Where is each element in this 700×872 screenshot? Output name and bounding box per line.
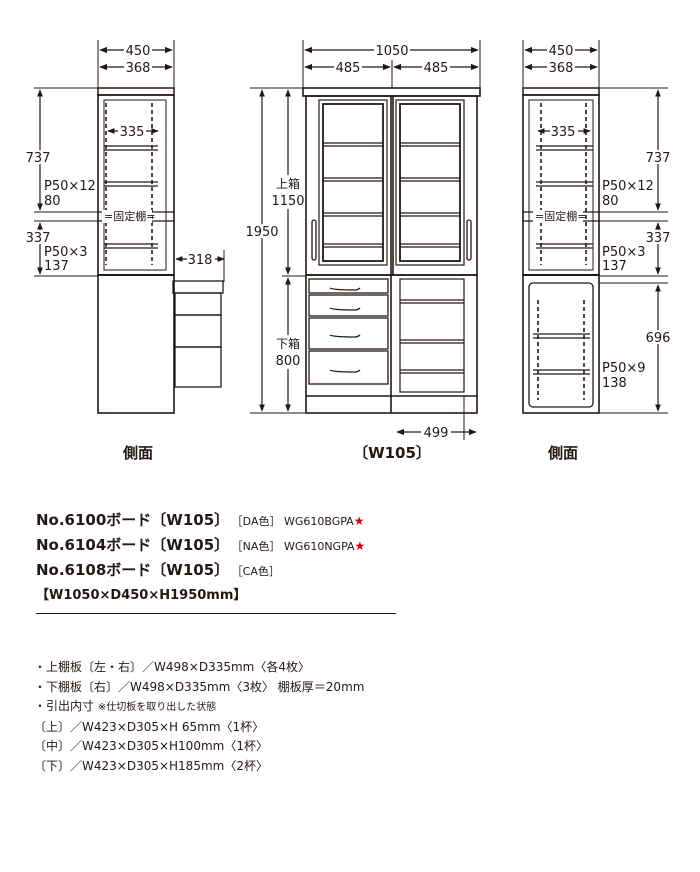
- product-code: WG610NGPA: [283, 540, 355, 553]
- right-width-inner: 368: [549, 61, 574, 76]
- spec-drawer-note: ※仕切板を取り出した状態: [97, 702, 217, 713]
- right-pitch-lower: P50×3: [602, 245, 646, 260]
- spec-drawer-top: 〔上〕／W423×D305×H 65mm〈1杯〉: [34, 719, 265, 734]
- product-code: WG610BGPA: [283, 515, 354, 528]
- front-lower-label: 下箱: [276, 336, 300, 351]
- right-side-view: [522, 40, 668, 414]
- furniture-diagram: 450 450 368 335 318 737 P50×12 80 =固定棚= …: [25, 40, 671, 462]
- left-side-view: [34, 40, 225, 414]
- left-drawer-depth-label: 318: [188, 253, 213, 268]
- front-total-height: 1950: [245, 225, 278, 240]
- front-view: [250, 40, 481, 440]
- front-upper-height: 1150: [271, 194, 304, 209]
- product-color: ［DA色］: [237, 515, 281, 528]
- spec-drawer-bottom: 〔下〕／W423×D305×H185mm〈2杯〉: [34, 758, 268, 773]
- front-lower-height: 800: [276, 354, 301, 369]
- spec-drawer-middle: 〔中〕／W423×D305×H100mm〈1杯〉: [34, 739, 268, 753]
- left-pitch-upper-n: 80: [44, 194, 61, 209]
- left-width-outer-label: 450: [126, 44, 151, 59]
- left-depth-label: 335: [120, 125, 145, 140]
- front-upper-label: 上箱: [276, 176, 300, 191]
- star-icon: ★: [354, 539, 366, 553]
- front-width-right: 485: [424, 61, 449, 76]
- right-pitch-upper: P50×12: [602, 179, 654, 194]
- spec-lower-shelf: ・下棚板〔右〕／W498×D335mm〈3枚〉 棚板厚＝20mm: [34, 679, 365, 694]
- product-info: No.6100ボード〔W105〕 ［DA色］ WG610BGPA★ No.6104…: [36, 508, 416, 614]
- product-line: No.6104ボード〔W105〕 ［NA色］ WG610NGPA★: [36, 533, 416, 558]
- overall-size: 【W1050×D450×H1950mm】: [36, 588, 247, 603]
- front-shelf-width: 499: [424, 426, 449, 441]
- spec-upper-shelf: ・上棚板〔左・右〕／W498×D335mm〈各4枚〉: [34, 660, 310, 674]
- product-color: ［CA色］: [237, 565, 280, 578]
- right-pitch-upper-n: 80: [602, 194, 619, 209]
- right-pitch-lower-n: 137: [602, 259, 627, 274]
- product-line: No.6108ボード〔W105〕 ［CA色］: [36, 558, 416, 583]
- right-pitch-cabinet: P50×9: [602, 361, 646, 376]
- left-pitch-upper: P50×12: [44, 179, 96, 194]
- left-lower-height: 337: [26, 231, 51, 246]
- product-color: ［NA色］: [237, 540, 281, 553]
- right-depth-label: 335: [551, 125, 576, 140]
- left-fixed-shelf: =固定棚=: [104, 209, 155, 223]
- product-name: No.6108ボード〔W105〕: [36, 561, 230, 579]
- right-caption: 側面: [547, 444, 578, 462]
- spec-list: ・上棚板〔左・右〕／W498×D335mm〈各4枚〉 ・下棚板〔右〕／W498×…: [34, 658, 364, 776]
- divider: [36, 613, 396, 614]
- right-width-outer: 450: [549, 44, 574, 59]
- front-width-left: 485: [336, 61, 361, 76]
- right-pitch-cabinet-n: 138: [602, 376, 627, 391]
- right-fixed-shelf: =固定棚=: [535, 209, 586, 223]
- product-line: No.6100ボード〔W105〕 ［DA色］ WG610BGPA★: [36, 508, 416, 533]
- left-pitch-lower: P50×3: [44, 245, 88, 260]
- spec-drawer-heading: ・引出内寸 ※仕切板を取り出した状態: [34, 697, 364, 718]
- front-caption: 〔W105〕: [353, 444, 431, 462]
- spec-drawer-title: ・引出内寸: [34, 699, 95, 713]
- right-cabinet-height: 696: [646, 331, 671, 346]
- front-width-total: 1050: [375, 44, 408, 59]
- left-caption: 側面: [122, 444, 153, 462]
- left-width-inner-label: 368: [126, 61, 151, 76]
- right-upper-height: 737: [646, 151, 671, 166]
- product-name: No.6104ボード〔W105〕: [36, 536, 230, 554]
- right-lower-height: 337: [646, 231, 671, 246]
- star-icon: ★: [353, 514, 365, 528]
- product-name: No.6100ボード〔W105〕: [36, 511, 230, 529]
- left-pitch-lower-n: 137: [44, 259, 69, 274]
- left-upper-height: 737: [26, 151, 51, 166]
